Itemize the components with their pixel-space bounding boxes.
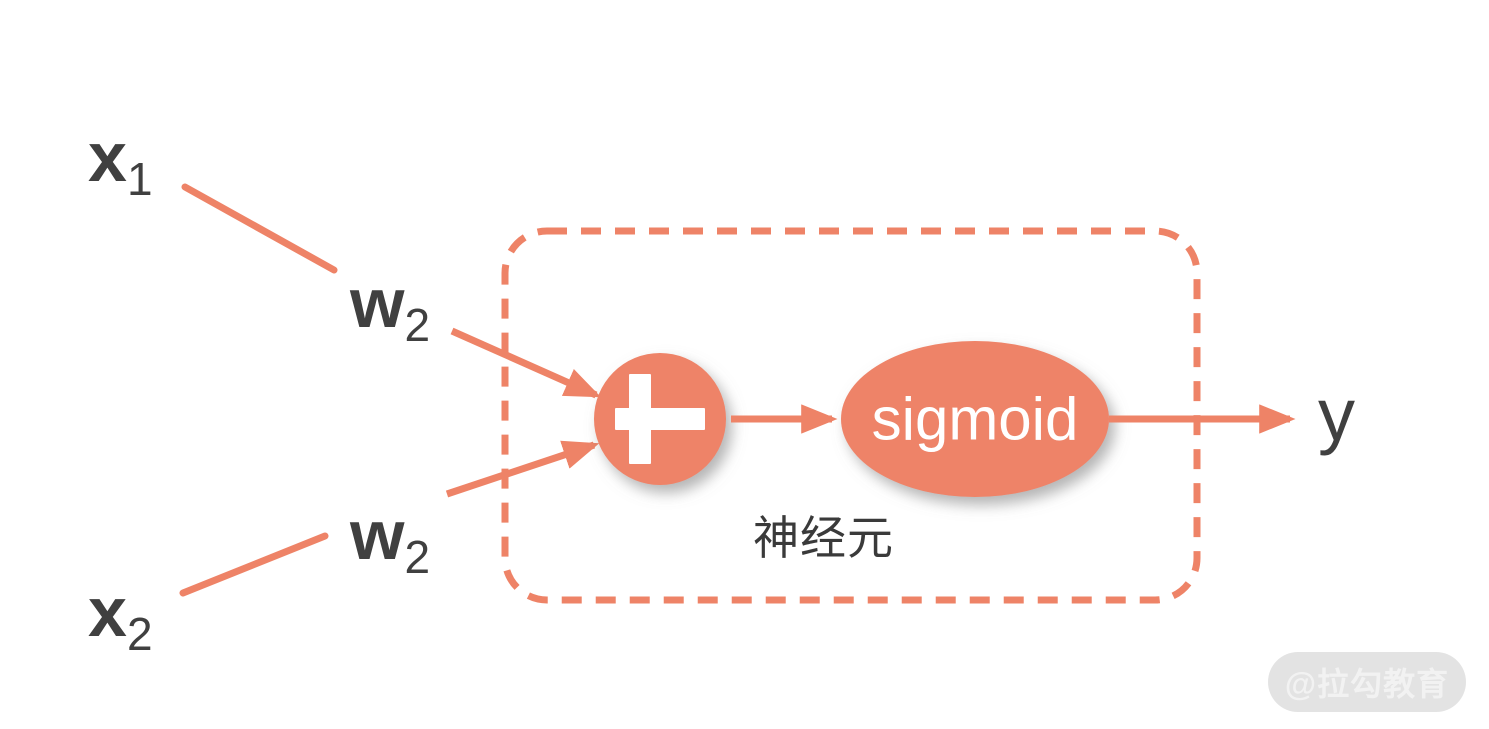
weight-top-subscript: 2: [404, 298, 431, 351]
edge-x1-to-w: [181, 183, 338, 274]
activation-node: [841, 341, 1109, 497]
edge-w-bottom-to-sum: [445, 440, 600, 498]
weight-label-bottom: w2: [350, 500, 430, 580]
input-x1-base: x: [88, 118, 127, 196]
watermark-text: @拉勾教育: [1284, 666, 1450, 702]
edge-x2-to-w: [179, 532, 329, 597]
edge-w-top-to-sum: [450, 327, 602, 399]
weight-label-top: w2: [350, 268, 430, 348]
input-x2-subscript: 2: [126, 607, 153, 660]
weight-top-base: w: [350, 264, 405, 342]
input-x2-base: x: [88, 573, 127, 651]
weight-bottom-subscript: 2: [404, 530, 431, 583]
input-x1-subscript: 1: [126, 152, 153, 205]
activation-label: sigmoid: [871, 385, 1079, 453]
watermark-badge: @拉勾教育: [1268, 652, 1466, 712]
weight-bottom-base: w: [350, 496, 405, 574]
output-label-y: y: [1318, 373, 1355, 456]
input-label-x2: x2: [88, 577, 153, 657]
plus-icon: [615, 374, 705, 464]
neuron-boundary-label: 神经元: [753, 512, 894, 564]
input-label-x1: x1: [88, 122, 153, 202]
